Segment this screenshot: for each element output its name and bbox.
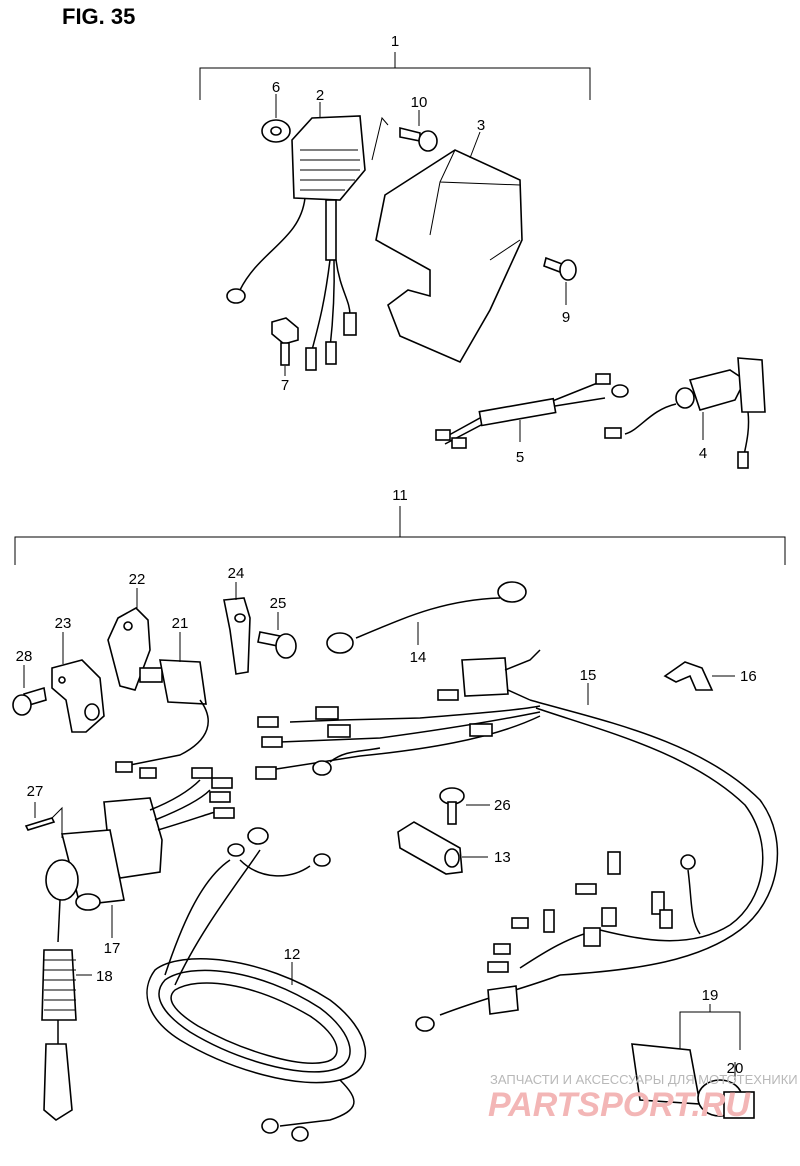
label-25: 25 xyxy=(270,595,287,612)
label-9: 9 xyxy=(562,309,570,326)
label-19: 19 xyxy=(702,987,719,1004)
part-17-switch-box xyxy=(45,767,235,938)
part-labels: 1 2 3 4 5 6 7 9 10 11 12 13 14 15 16 17 … xyxy=(16,33,757,1077)
label-10: 10 xyxy=(411,94,428,111)
part-23-bracket xyxy=(51,632,105,733)
part-19-key-switch xyxy=(631,1004,755,1119)
part-15-harness xyxy=(255,649,779,976)
label-6: 6 xyxy=(272,79,280,96)
part-27-screw xyxy=(24,802,63,838)
bracket-11 xyxy=(14,506,786,565)
part-7-bolt xyxy=(271,317,299,376)
part-12-cable-loop xyxy=(146,827,367,1142)
label-14: 14 xyxy=(410,649,427,666)
label-26: 26 xyxy=(494,797,511,814)
part-13-bracket xyxy=(397,821,488,875)
part-4-switch xyxy=(604,357,766,469)
label-13: 13 xyxy=(494,849,511,866)
regulator-wires xyxy=(226,197,357,371)
part-6-washer xyxy=(261,94,291,143)
watermark-brand: PARTSPORT.RU xyxy=(488,1086,751,1124)
bracket-1 xyxy=(199,52,591,100)
label-20: 20 xyxy=(727,1060,744,1077)
part-25-bolt xyxy=(257,612,297,659)
label-11: 11 xyxy=(392,487,408,504)
label-15: 15 xyxy=(580,667,597,684)
label-12: 12 xyxy=(284,946,301,963)
part-21-switch xyxy=(115,632,209,779)
label-3: 3 xyxy=(477,117,485,134)
watermark: ЗАПЧАСТИ И АКСЕССУАРЫ ДЛЯ МОТОТЕХНИКИ PA… xyxy=(488,1072,798,1124)
label-18: 18 xyxy=(96,968,113,985)
label-23: 23 xyxy=(55,615,72,632)
harness-lower-branch xyxy=(415,851,731,1032)
label-5: 5 xyxy=(516,449,524,466)
part-10-screw xyxy=(399,110,438,152)
label-4: 4 xyxy=(699,445,707,462)
part-2-regulator xyxy=(291,102,389,201)
part-28-bolt xyxy=(12,665,47,716)
part-18-lanyard xyxy=(41,899,92,1121)
figure-title: FIG. 35 xyxy=(62,4,135,29)
label-7: 7 xyxy=(281,377,289,394)
label-1: 1 xyxy=(391,33,399,50)
part-5-harness xyxy=(435,373,629,449)
watermark-caption: ЗАПЧАСТИ И АКСЕССУАРЫ ДЛЯ МОТОТЕХНИКИ xyxy=(490,1072,798,1087)
label-24: 24 xyxy=(228,565,245,582)
label-17: 17 xyxy=(104,940,121,957)
part-26-screw xyxy=(439,787,490,825)
label-28: 28 xyxy=(16,648,33,665)
label-22: 22 xyxy=(129,571,146,588)
label-27: 27 xyxy=(27,783,44,800)
part-3-cover xyxy=(375,131,523,364)
label-16: 16 xyxy=(740,668,757,685)
label-2: 2 xyxy=(316,87,324,104)
part-16-clamp xyxy=(663,661,735,691)
part-24-clip xyxy=(223,582,251,675)
label-21: 21 xyxy=(172,615,189,632)
part-9-screw xyxy=(543,256,577,305)
part-14-cable xyxy=(326,581,527,654)
